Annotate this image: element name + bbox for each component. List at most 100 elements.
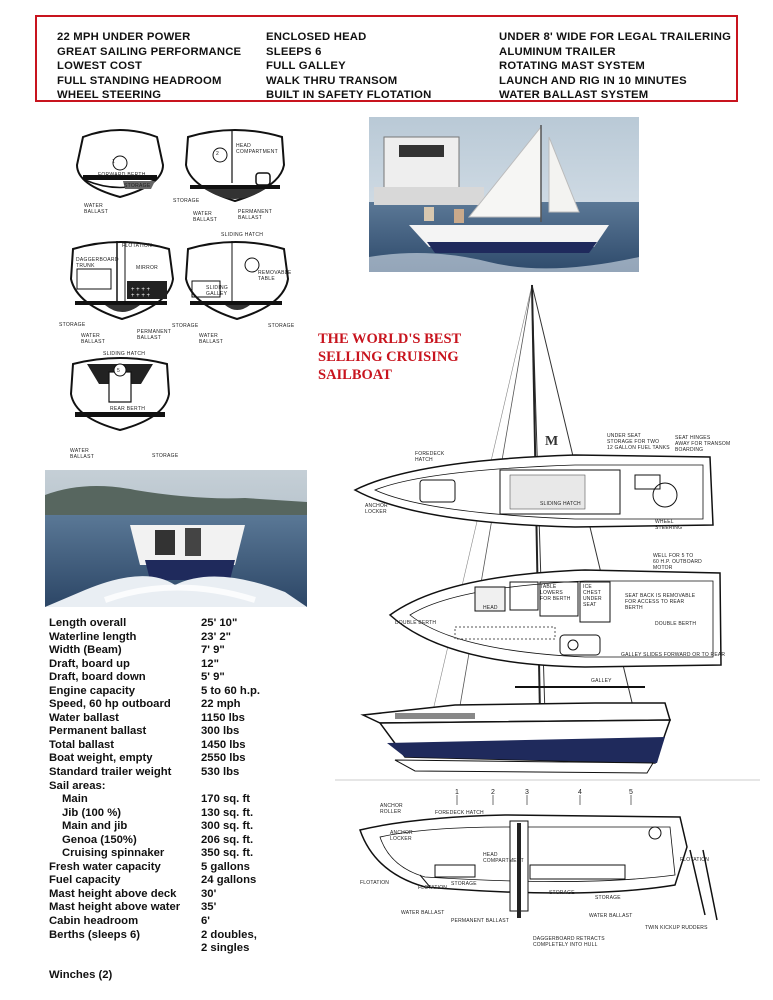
slogan-line: SELLING CRUISING [318, 349, 459, 365]
label-ice-chest: ICE CHEST UNDER SEAT [583, 584, 602, 608]
spec-value: 23' 2" [201, 630, 232, 643]
label-anchor-roller: ANCHOR ROLLER [380, 803, 403, 815]
feature-item: LOWEST COST [57, 60, 143, 72]
label-outboard-well: WELL FOR 5 TO 60 H.P. OUTBOARD MOTOR [653, 553, 702, 571]
label-mirror: MIRROR [136, 265, 159, 271]
features-column-3: UNDER 8' WIDE FOR LEGAL TRAILERING ALUMI… [499, 30, 731, 103]
label-flotation: FLOTATION [418, 885, 448, 891]
spec-value: 12" [201, 657, 219, 670]
label-daggerboard-trunk: DAGGERBOARD TRUNK [76, 257, 119, 269]
features-box: 22 MPH UNDER POWER GREAT SAILING PERFORM… [35, 15, 738, 102]
photo-powerboat [45, 470, 307, 607]
svg-text:+ + + +: + + + + [131, 287, 151, 293]
label-section-number: 5 [117, 368, 121, 374]
spec-value: 5 to 60 h.p. [201, 684, 261, 697]
feature-item: 22 MPH UNDER POWER [57, 31, 191, 43]
features-column-2: ENCLOSED HEAD SLEEPS 6 FULL GALLEY WALK … [266, 30, 431, 103]
spec-value: 300 sq. ft. [201, 820, 254, 833]
hull-section-5 [69, 357, 171, 432]
slogan-line: THE WORLD'S BEST [318, 331, 462, 347]
spec-label: Berths (sleeps 6) [49, 928, 141, 941]
label-wheel-steering: WHEEL STEERING [655, 519, 683, 531]
feature-item: ALUMINUM TRAILER [499, 45, 616, 58]
label-sliding-hatch: SLIDING HATCH [221, 232, 264, 238]
spec-value: 2550 lbs [201, 752, 246, 765]
label-section-number: 2 [216, 151, 220, 157]
label-permanent-ballast: PERMANENT BALLAST [137, 329, 172, 341]
station-number: 3 [525, 789, 530, 796]
hull-section-4 [184, 241, 290, 321]
spec-label: Width (Beam) [49, 644, 122, 657]
feature-item: SLEEPS 6 [266, 45, 322, 58]
hull-cross-sections: 1 FORWARD BERTH STORAGE WATER BALLAST 2 … [40, 115, 340, 470]
spec-value: 5 gallons [201, 860, 250, 873]
label-twin-kickup-rudders: TWIN KICKUP RUDDERS [645, 925, 708, 931]
spec-label: Length overall [49, 617, 127, 629]
label-galley: GALLEY [591, 678, 612, 684]
spec-value: 30' [201, 887, 217, 900]
spec-label: Fresh water capacity [49, 860, 161, 873]
photo-sailing [369, 117, 639, 272]
spec-label: Draft, board up [49, 657, 130, 670]
label-storage: STORAGE [152, 453, 179, 459]
label-sliding-hatch: SLIDING HATCH [103, 351, 146, 357]
label-flotation: FLOTATION [122, 243, 153, 249]
label-galley-slides: GALLEY SLIDES FORWARD OR TO REAR [621, 652, 726, 658]
spec-value: 22 mph [201, 698, 241, 711]
label-water-ballast: WATER BALLAST [199, 333, 224, 345]
spec-value: 1150 lbs [201, 711, 245, 724]
boat-technical-drawing: M [335, 275, 760, 955]
spec-value: 35' [201, 901, 217, 914]
label-storage: STORAGE [595, 895, 621, 901]
station-number: 4 [578, 789, 583, 796]
label-forward-berth: FORWARD BERTH [98, 172, 146, 178]
label-table-lowers: TABLE LOWERS FOR BERTH [540, 584, 571, 602]
spec-label: Mast height above deck [49, 887, 177, 900]
label-storage: STORAGE [124, 183, 151, 189]
label-water-ballast: WATER BALLAST [589, 913, 633, 919]
label-removable-table: REMOVABLE TABLE [258, 270, 292, 282]
label-water-ballast: WATER BALLAST [401, 910, 445, 916]
label-rear-berth: REAR BERTH [110, 406, 146, 412]
hull-section-3: + + + ++ + + + [69, 241, 175, 321]
label-water-ballast: WATER BALLAST [70, 448, 95, 460]
spec-label: Main [62, 793, 88, 806]
spec-value: 5' 9" [201, 671, 225, 684]
sail-logo: M [545, 434, 558, 449]
label-sliding-galley: SLIDING GALLEY [206, 285, 229, 297]
feature-item: WHEEL STEERING [57, 89, 162, 101]
label-permanent-ballast: PERMANENT BALLAST [238, 209, 273, 221]
spec-value: 530 lbs [201, 766, 240, 779]
label-storage: STORAGE [549, 890, 575, 896]
feature-item: UNDER 8' WIDE FOR LEGAL TRAILERING [499, 31, 732, 43]
spec-label: Permanent ballast [49, 725, 147, 738]
station-number: 5 [629, 789, 634, 796]
label-seat-hinges: SEAT HINGES AWAY FOR TRANSOM BOARDING [675, 435, 731, 453]
spec-label: Fuel capacity [49, 874, 121, 887]
label-permanent-ballast: PERMANENT BALLAST [451, 918, 510, 924]
slogan: THE WORLD'S BEST SELLING CRUISING SAILBO… [318, 330, 461, 384]
hull-section-1 [75, 129, 165, 199]
spec-label: Waterline length [49, 630, 137, 643]
label-head-compartment: HEAD COMPARTMENT [236, 143, 279, 155]
feature-item: WATER BALLAST SYSTEM [499, 89, 649, 101]
label-seat-back-removable: SEAT BACK IS REMOVABLE FOR ACCESS TO REA… [625, 593, 696, 611]
label-double-berth: DOUBLE BERTH [655, 621, 697, 627]
spec-label: Speed, 60 hp outboard [49, 698, 171, 711]
spec-value: 7' 9" [201, 644, 225, 657]
spec-value: 350 sq. ft. [201, 847, 254, 860]
label-head: HEAD [483, 605, 498, 611]
spec-label: Mast height above water [49, 901, 181, 914]
feature-item: ENCLOSED HEAD [266, 31, 367, 43]
spec-label: Sail areas: [49, 779, 106, 792]
feature-item: LAUNCH AND RIG IN 10 MINUTES [499, 74, 687, 87]
label-anchor-locker: ANCHOR LOCKER [390, 830, 413, 842]
feature-item: FULL STANDING HEADROOM [57, 74, 222, 87]
label-flotation: FLOTATION [680, 857, 710, 863]
spec-label: Cabin headroom [49, 915, 139, 928]
spec-value: 25' 10" [201, 617, 238, 629]
feature-item: GREAT SAILING PERFORMANCE [57, 45, 242, 58]
boat-drawing-svg: M [335, 284, 760, 921]
spec-value: 130 sq. ft. [201, 806, 254, 819]
feature-item: ROTATING MAST SYSTEM [499, 60, 646, 72]
